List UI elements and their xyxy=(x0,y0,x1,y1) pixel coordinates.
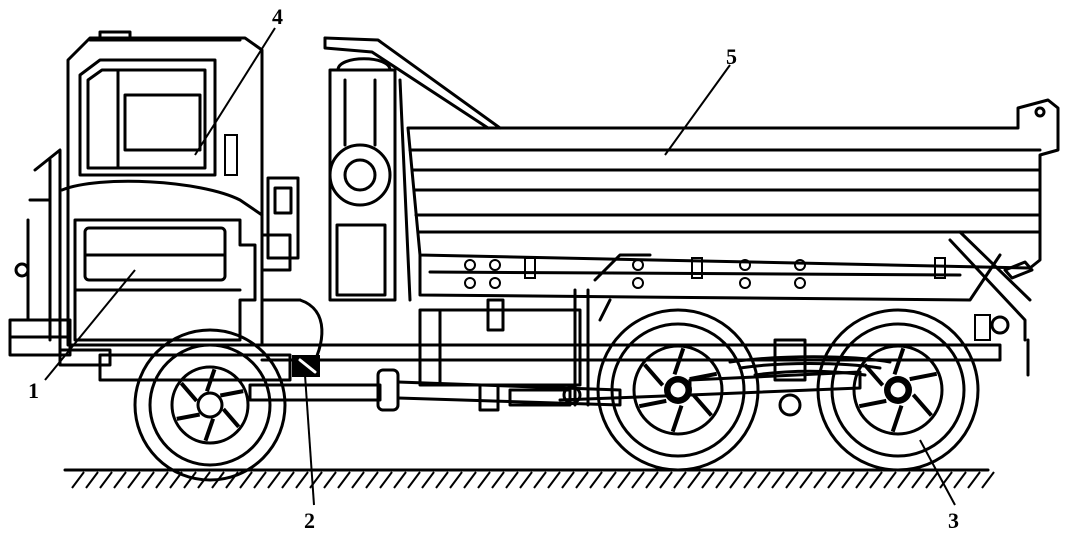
rear-wheel-middle xyxy=(596,308,760,472)
ground xyxy=(63,468,995,489)
label-5: 5 xyxy=(726,44,737,69)
label-2: 2 xyxy=(304,508,315,533)
front-wheel xyxy=(133,328,287,482)
cab xyxy=(8,30,300,382)
steering-coupling xyxy=(292,355,320,377)
cargo-body xyxy=(323,36,1060,377)
label-1: 1 xyxy=(28,378,39,403)
label-3: 3 xyxy=(948,508,959,533)
leader-lines xyxy=(44,27,956,506)
label-4: 4 xyxy=(272,4,283,29)
rear-wheel-back xyxy=(816,308,980,472)
